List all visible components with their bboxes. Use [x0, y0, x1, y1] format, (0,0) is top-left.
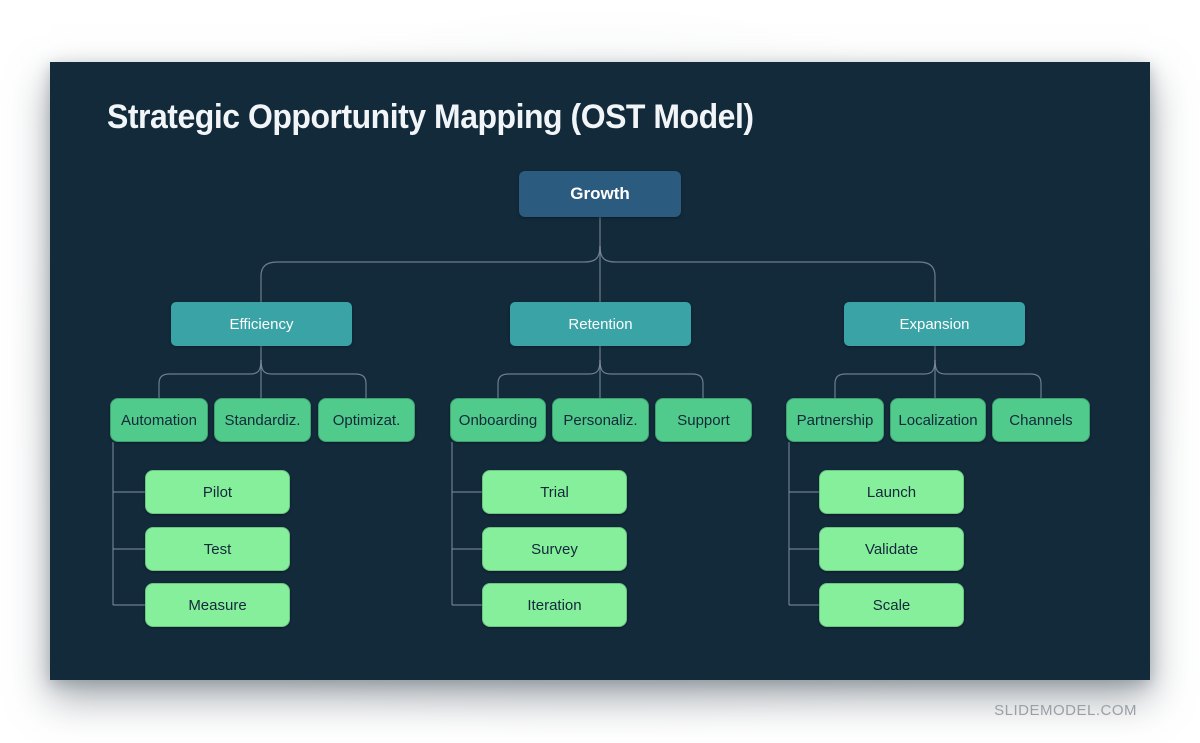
- tree-connector-lines: [112, 217, 1042, 606]
- node-personaliz: Personaliz.: [552, 398, 649, 442]
- node-channels: Channels: [992, 398, 1090, 442]
- node-expansion: Expansion: [844, 302, 1025, 346]
- slidemodel-watermark: SLIDEMODEL.COM: [994, 702, 1137, 719]
- slide: Strategic Opportunity Mapping (OST Model…: [50, 62, 1150, 680]
- node-test: Test: [145, 527, 290, 571]
- node-localization: Localization: [890, 398, 986, 442]
- node-scale: Scale: [819, 583, 964, 627]
- node-retention: Retention: [510, 302, 691, 346]
- node-onboarding: Onboarding: [450, 398, 546, 442]
- slide-title: Strategic Opportunity Mapping (OST Model…: [107, 98, 754, 136]
- node-measure: Measure: [145, 583, 290, 627]
- node-support: Support: [655, 398, 752, 442]
- node-trial: Trial: [482, 470, 627, 514]
- node-growth: Growth: [519, 171, 681, 217]
- node-survey: Survey: [482, 527, 627, 571]
- node-efficiency: Efficiency: [171, 302, 352, 346]
- node-pilot: Pilot: [145, 470, 290, 514]
- node-partnership: Partnership: [786, 398, 884, 442]
- node-optimizat: Optimizat.: [318, 398, 415, 442]
- node-standardiz: Standardiz.: [214, 398, 311, 442]
- node-automation: Automation: [110, 398, 208, 442]
- node-validate: Validate: [819, 527, 964, 571]
- node-launch: Launch: [819, 470, 964, 514]
- node-iteration: Iteration: [482, 583, 627, 627]
